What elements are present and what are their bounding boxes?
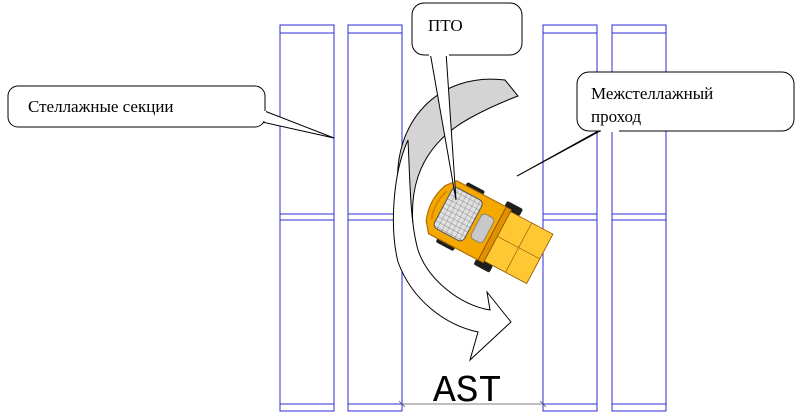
wheel-icon bbox=[504, 201, 523, 216]
aisle-width-dimension bbox=[398, 400, 547, 408]
overhead-guard bbox=[433, 187, 483, 242]
callout-aisle-label-line1: Межстеллажный bbox=[591, 84, 713, 103]
rack-column-4 bbox=[611, 24, 667, 412]
callout-forklift-label: ПТО bbox=[428, 16, 463, 35]
forks bbox=[483, 211, 554, 285]
callout-rack-sections-label: Стеллажные секции bbox=[28, 97, 174, 116]
callout-rack-sections: Стеллажные секции bbox=[7, 85, 335, 139]
callout-aisle: Межстеллажный проход bbox=[516, 71, 795, 177]
turn-direction-arrow bbox=[392, 139, 512, 362]
rack-column-1 bbox=[279, 24, 335, 412]
rack-column-3 bbox=[542, 24, 598, 412]
callout-forklift: ПТО bbox=[411, 2, 523, 201]
aisle-width-label: AST bbox=[433, 370, 501, 413]
forklift-icon bbox=[425, 180, 554, 285]
wheel-icon bbox=[474, 257, 493, 273]
callout-aisle-label-line2: проход bbox=[591, 107, 642, 126]
seat-icon bbox=[470, 213, 495, 243]
